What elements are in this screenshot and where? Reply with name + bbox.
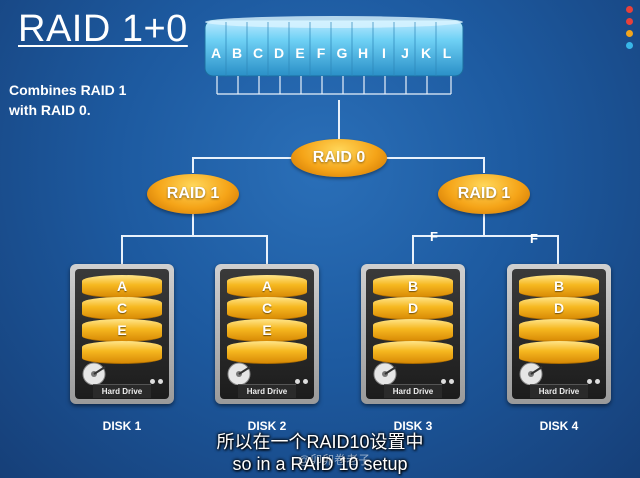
disk-block: D [373,297,453,320]
disk-block: B [519,275,599,298]
failure-label-disk3: F [430,229,438,244]
disk-block [373,341,453,364]
stripe-letter-g: G [337,45,348,61]
disk-block [227,341,307,364]
stripe-letter-c: C [253,45,263,61]
disk-block [519,319,599,342]
connector-disk3 [412,235,414,265]
stripe-letter-j: J [401,45,409,61]
disk-block: C [227,297,307,320]
raid1-node-right: RAID 1 [438,174,530,214]
disk-block: A [82,275,162,298]
stripe-letter-e: E [295,45,304,61]
stripe-letter-b: B [232,45,242,61]
hard-drive-disc-icon [373,362,397,385]
disk-block: B [373,275,453,298]
corner-dots-decoration [622,6,634,54]
disk-name-3: DISK 3 [393,419,433,433]
disk-block: A [227,275,307,298]
connector-right-horizontal [412,235,559,237]
stripe-letter-f: F [317,45,326,61]
hard-drive-disc-icon [227,362,251,385]
page-title: RAID 1+0 [18,8,188,50]
hard-drive-disc-icon [82,362,106,385]
stripe-letter-a: A [211,45,221,61]
stripe-letter-h: H [358,45,368,61]
disk-block: E [82,319,162,342]
status-leds [438,371,454,389]
description-line-1: Combines RAID 1 [9,82,127,98]
disk-block [373,319,453,342]
description: Combines RAID 1 with RAID 0. [9,80,126,120]
stripe-letter-d: D [274,45,284,61]
subtitle-chinese: 所以在一个RAID10设置中 [216,432,424,452]
connector-left-raid1-down [192,212,194,236]
failure-label-disk4: F [530,231,538,246]
disk-block [519,341,599,364]
status-leds [292,371,308,389]
stripe-letter-i: I [382,45,386,61]
connector-left-horizontal [121,235,268,237]
hard-drive-label: Hard Drive [384,384,442,398]
disk-block [82,341,162,364]
hard-drive-label: Hard Drive [93,384,151,398]
disk-name-1: DISK 1 [102,419,142,433]
status-leds [147,371,163,389]
disk-block: D [519,297,599,320]
disk-name-2: DISK 2 [247,419,287,433]
hard-drive-label: Hard Drive [530,384,588,398]
stripe-letter-k: K [421,45,431,61]
connector-right-raid1-down [483,212,485,236]
status-leds [584,371,600,389]
raid1-node-left: RAID 1 [147,174,239,214]
connector-barrel-raid0 [338,100,340,140]
disk-name-4: DISK 4 [539,419,579,433]
connector-disk2 [266,235,268,265]
hard-drive-label: Hard Drive [238,384,296,398]
watermark: @卯卯卷老子 [298,453,371,467]
connector-right-raid1-vertical [483,157,485,173]
connector-left-raid1-vertical [192,157,194,173]
subtitle-english: so in a RAID 10 setup [232,454,408,474]
disk-block: C [82,297,162,320]
disk-block: E [227,319,307,342]
description-line-2: with RAID 0. [9,102,91,118]
connector-disk4 [557,235,559,265]
hard-drive-disc-icon [519,362,543,385]
stripe-letter-l: L [443,45,452,61]
connector-disk1 [121,235,123,265]
raid0-node: RAID 0 [291,139,387,177]
